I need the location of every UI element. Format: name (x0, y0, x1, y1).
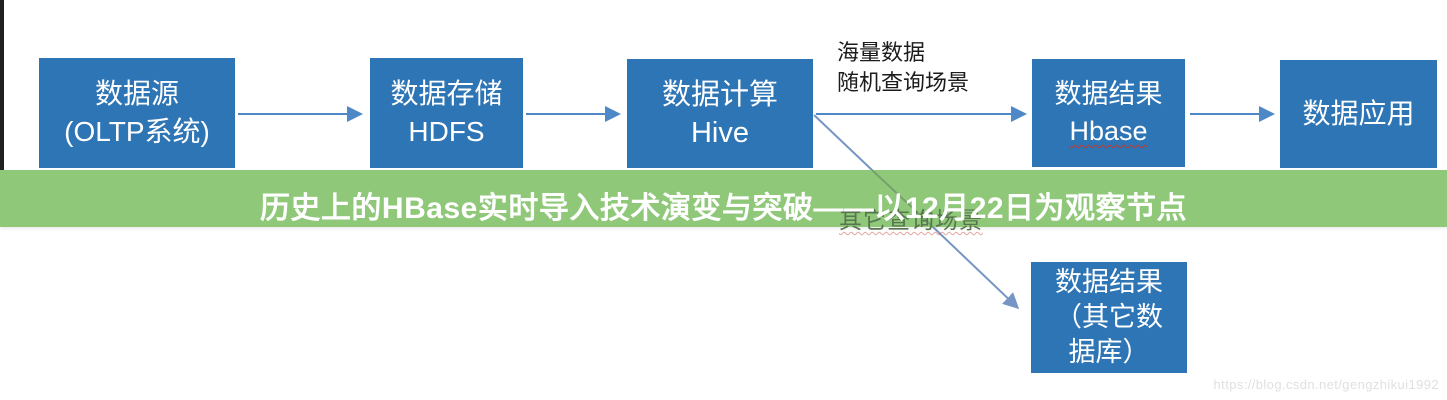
node-label-line: 数据结果 (1054, 79, 1163, 109)
node-label-line: 数据存储 (390, 78, 503, 109)
article-title: 历史上的HBase实时导入技术演变与突破——以12月22日为观察节点 (259, 192, 1188, 225)
annotation-massive-data-line2: 随机查询场景 (837, 70, 970, 95)
node-data-compute: 数据计算 Hive (627, 59, 813, 168)
node-data-source: 数据源 (OLTP系统) (39, 58, 235, 168)
node-data-result-other-db: 数据结果 （其它数 据库） (1031, 262, 1187, 373)
watermark-url: https://blog.csdn.net/gengzhikui1992 (1213, 377, 1439, 392)
arrow-compute-to-otherdb-lower-segment (932, 226, 1020, 310)
screenshot-edge-artifact (0, 0, 4, 170)
node-label-line: 数据结果 (1055, 267, 1163, 297)
node-label-line: Hive (690, 116, 749, 149)
node-label-line: 数据计算 (661, 78, 778, 111)
annotation-massive-data: 海量数据 随机查询场景 (837, 38, 969, 98)
annotation-massive-data-line1: 海量数据 (837, 40, 926, 65)
node-data-storage: 数据存储 HDFS (370, 58, 523, 168)
node-label-line: （其它数 (1055, 302, 1163, 332)
node-data-result-hbase: 数据结果 Hbase (1032, 59, 1185, 167)
node-label-line: 据库） (1068, 337, 1150, 367)
title-banner (0, 170, 1447, 227)
node-label-line: 数据源 (94, 78, 179, 109)
node-data-application: 数据应用 (1280, 60, 1437, 168)
node-label-line: HDFS (408, 116, 485, 147)
node-label-line: 数据应用 (1302, 98, 1415, 129)
node-label-line-spellcheck: Hbase (1069, 116, 1148, 146)
node-label-line: (OLTP系统) (64, 116, 210, 147)
arrow-compute-to-otherdb-upper-segment (813, 114, 873, 171)
